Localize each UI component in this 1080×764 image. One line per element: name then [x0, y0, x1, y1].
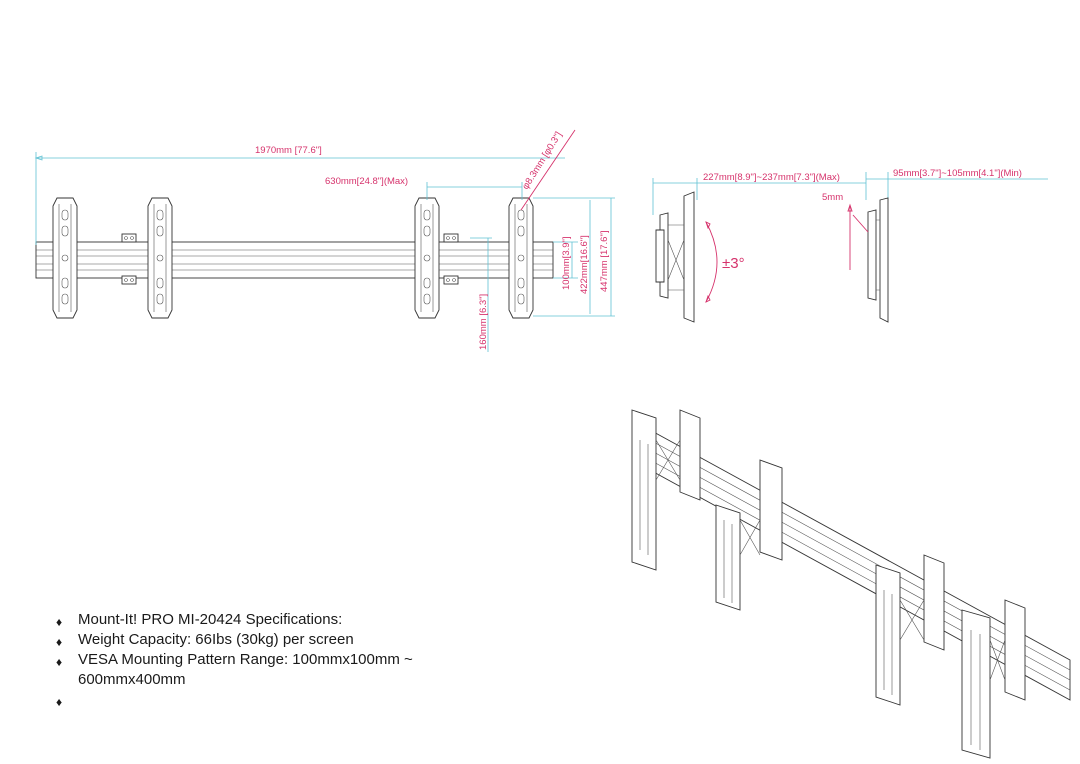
rail	[35, 241, 554, 279]
bullet-icon: ♦	[56, 635, 63, 649]
iso-arm-4	[961, 599, 1026, 759]
isometric-view	[631, 409, 1071, 759]
spacing-max-label: 630mm[24.8"](Max)	[325, 176, 408, 187]
min-depth-label: 95mm[3.7"]~105mm[4.1"](Min)	[893, 168, 1022, 179]
total-height-label: 447mm [17.6"]	[599, 231, 610, 292]
bullet-icon: ♦	[56, 655, 63, 669]
spec-item-vesa: ♦VESA Mounting Pattern Range: 100mmx100m…	[56, 651, 413, 688]
hole-label: φ8.3mm [φ0.3"]	[520, 130, 564, 192]
front-arm-4	[508, 197, 534, 319]
rail-height-label: 100mm[3.9"]	[561, 236, 572, 290]
front-arm-2	[147, 197, 173, 319]
offset-label: 160mm [6.3"]	[478, 294, 489, 350]
iso-arm-3	[875, 554, 945, 706]
spec-item-weight: ♦Weight Capacity: 66Ibs (30kg) per scree…	[56, 630, 476, 650]
specifications-list: ♦Mount-It! PRO MI-20424 Specifications: …	[56, 610, 476, 709]
iso-arm-1	[631, 409, 701, 571]
spec-item-title: ♦Mount-It! PRO MI-20424 Specifications:	[56, 610, 476, 630]
tilt-label: ±3°	[722, 255, 745, 272]
iso-arm-2	[715, 459, 783, 611]
front-arm-1	[52, 197, 78, 319]
bullet-icon: ♦	[56, 695, 63, 709]
push-label: 5mm	[822, 192, 843, 203]
front-view: 1970mm [77.6"] 630mm[24.8"](Max) φ8.3mm …	[34, 129, 615, 352]
arm-height-label: 422mm[16.6"]	[579, 235, 590, 294]
depth-range-label: 227mm[8.9"]~237mm[7.3"](Max)	[703, 172, 840, 183]
side-view: 227mm[8.9"]~237mm[7.3"](Max) ±3°	[652, 172, 866, 323]
side-view-push: 95mm[3.7"]~105mm[4.1"](Min) 5mm	[822, 168, 1048, 323]
bullet-icon: ♦	[56, 615, 63, 629]
front-arm-3	[414, 197, 440, 319]
overall-width-label: 1970mm [77.6"]	[255, 145, 322, 156]
